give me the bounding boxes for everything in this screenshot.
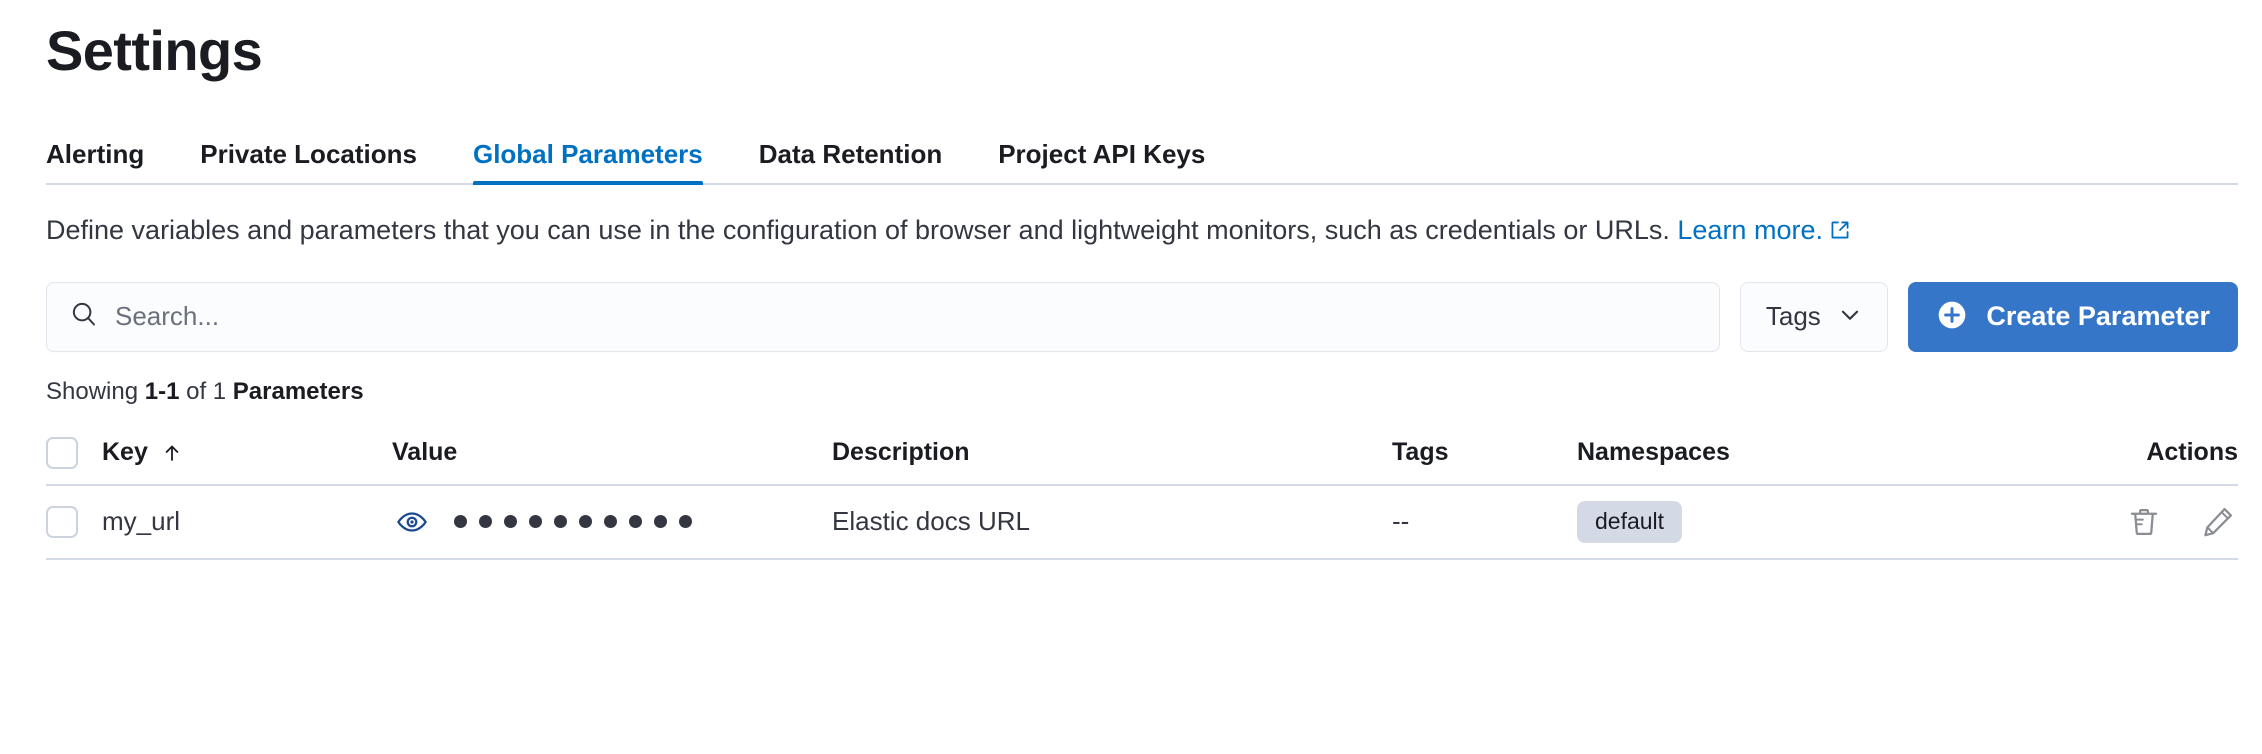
- column-header-namespaces-label: Namespaces: [1577, 438, 1730, 467]
- tab-private-locations[interactable]: Private Locations: [172, 141, 445, 183]
- select-all-checkbox[interactable]: [46, 436, 78, 469]
- tab-project-api-keys[interactable]: Project API Keys: [970, 141, 1233, 183]
- tab-alerting[interactable]: Alerting: [46, 141, 172, 183]
- column-header-key-label: Key: [102, 438, 148, 467]
- tab-global-parameters[interactable]: Global Parameters: [445, 141, 731, 185]
- summary-middle: of 1: [179, 377, 233, 405]
- select-all-cell: [46, 436, 102, 469]
- column-header-tags-label: Tags: [1392, 438, 1449, 467]
- column-header-value: Value: [392, 438, 832, 467]
- external-link-icon: [1829, 213, 1851, 252]
- table-header-row: Key Value Description Tags Namespaces: [46, 422, 2238, 486]
- eye-icon[interactable]: [392, 502, 432, 542]
- search-icon: [69, 299, 99, 334]
- cell-actions: [2078, 502, 2238, 542]
- cell-namespaces: default: [1577, 501, 2078, 543]
- column-header-namespaces: Namespaces: [1577, 438, 2078, 467]
- cell-key: my_url: [102, 506, 181, 537]
- create-parameter-label: Create Parameter: [1986, 301, 2210, 332]
- cell-value: [392, 502, 832, 542]
- chevron-down-icon: [1837, 302, 1863, 331]
- settings-tab-bar: Alerting Private Locations Global Parame…: [46, 125, 2238, 185]
- search-input[interactable]: [115, 282, 1698, 351]
- masked-value: [454, 515, 692, 529]
- description-text: Define variables and parameters that you…: [46, 214, 1670, 245]
- page-description: Define variables and parameters that you…: [46, 211, 2196, 252]
- column-header-tags: Tags: [1392, 438, 1577, 467]
- create-parameter-button[interactable]: Create Parameter: [1908, 281, 2238, 352]
- learn-more-label: Learn more.: [1677, 214, 1823, 245]
- column-header-actions-label: Actions: [2146, 438, 2238, 467]
- tags-filter-button[interactable]: Tags: [1740, 281, 1889, 352]
- results-summary: Showing 1-1 of 1 Parameters: [46, 378, 2238, 406]
- cell-tags: --: [1392, 506, 1410, 537]
- trash-icon[interactable]: [2124, 502, 2164, 542]
- column-header-description-label: Description: [832, 438, 970, 467]
- tags-filter-label: Tags: [1765, 301, 1821, 332]
- column-header-actions: Actions: [2078, 438, 2238, 467]
- cell-description: Elastic docs URL: [832, 506, 1030, 537]
- learn-more-link[interactable]: Learn more.: [1677, 215, 1851, 245]
- namespace-badge: default: [1577, 501, 1683, 543]
- sort-ascending-icon: [160, 441, 184, 465]
- page-title: Settings: [46, 19, 263, 82]
- settings-page: Settings Alerting Private Locations Glob…: [0, 19, 2262, 754]
- column-header-key[interactable]: Key: [102, 438, 392, 467]
- controls-row: Tags Create Parameter: [46, 281, 2238, 352]
- summary-noun: Parameters: [232, 377, 364, 405]
- summary-range: 1-1: [144, 377, 180, 405]
- plus-circle-icon: [1936, 299, 1968, 334]
- column-header-value-label: Value: [392, 438, 458, 467]
- search-field[interactable]: [46, 281, 1721, 352]
- table-row: my_url Elastic docs URL -- default: [46, 486, 2238, 560]
- parameters-table: Key Value Description Tags Namespaces: [46, 422, 2238, 560]
- row-select-checkbox[interactable]: [46, 505, 78, 538]
- column-header-description: Description: [832, 438, 1392, 467]
- pencil-icon[interactable]: [2198, 502, 2238, 542]
- summary-prefix: Showing: [46, 377, 145, 405]
- row-select-cell: [46, 505, 102, 538]
- tab-data-retention[interactable]: Data Retention: [731, 141, 970, 183]
